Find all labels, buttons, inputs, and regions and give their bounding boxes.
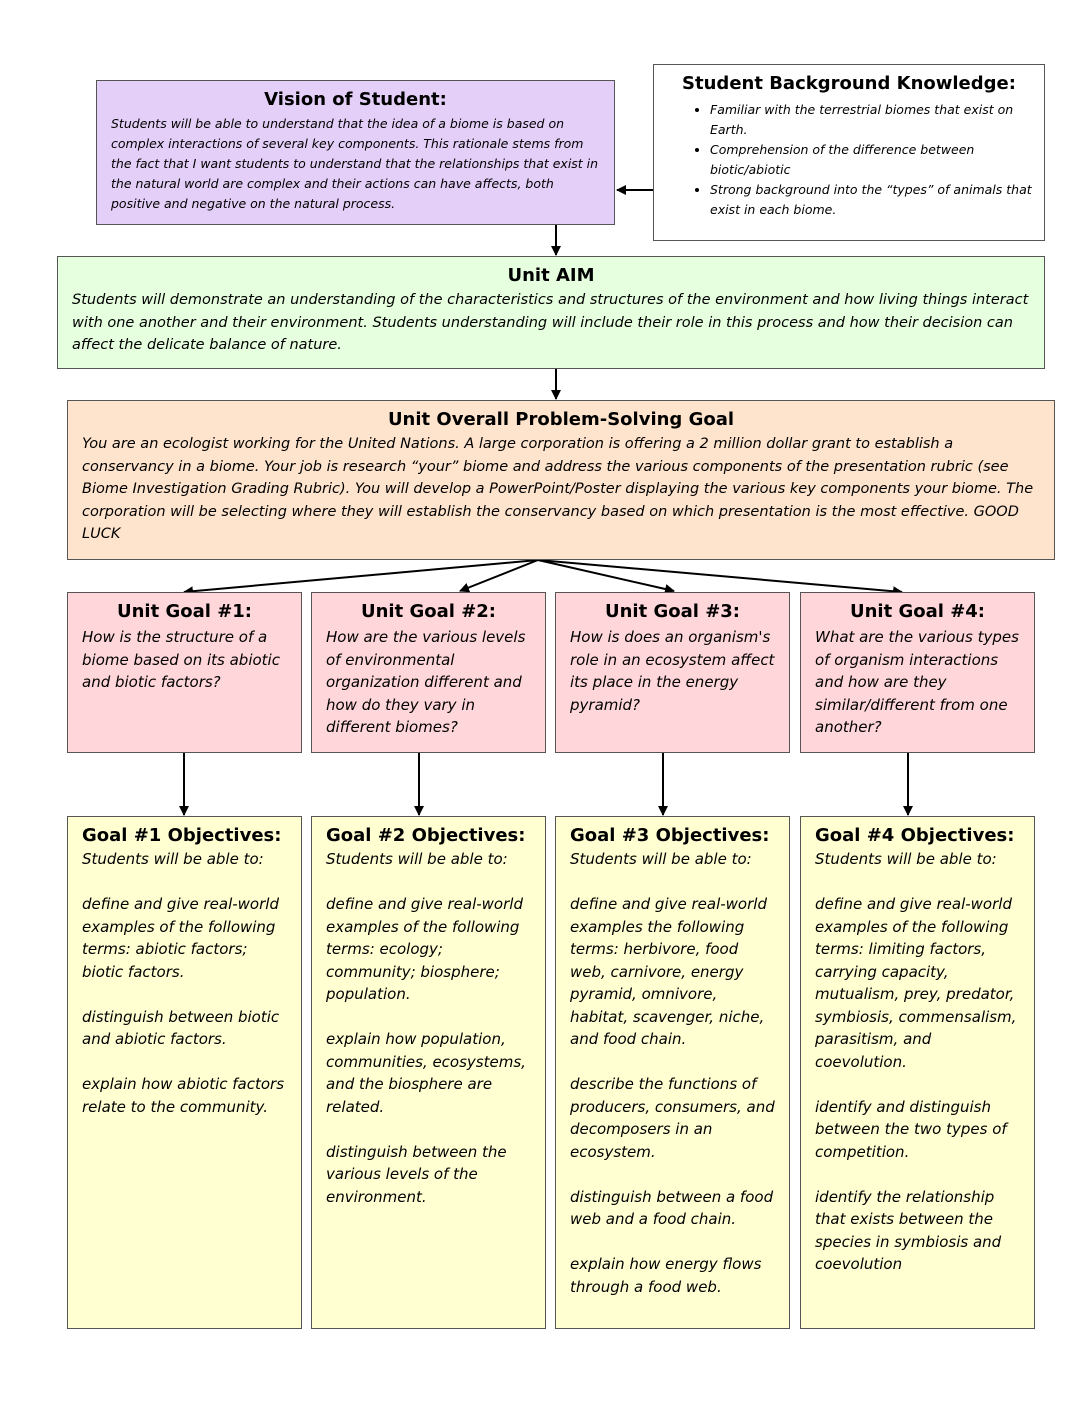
objectives-title: Goal #4 Objectives: (815, 825, 1015, 846)
vision-text: Students will be able to understand that… (111, 116, 599, 211)
objective-item: define and give real-world examples of t… (82, 895, 279, 981)
goal-3-objectives-box: Goal #3 Objectives: Students will be abl… (555, 816, 790, 1329)
arrow-problem-to-goal-3 (537, 559, 675, 594)
unit-goal-1-box: Unit Goal #1: How is the structure of a … (67, 592, 302, 753)
aim-title: Unit AIM (507, 265, 595, 286)
arrow-problem-to-goal-1 (183, 559, 539, 597)
arrow-problem-to-goal-4 (537, 559, 903, 597)
unit-goal-4-box: Unit Goal #4: What are the various types… (800, 592, 1035, 753)
goal-2-objectives-box: Goal #2 Objectives: Students will be abl… (311, 816, 546, 1329)
goal-text: How is does an organism's role in an eco… (570, 628, 775, 714)
background-item: Comprehension of the difference between … (710, 140, 1034, 180)
background-list: Familiar with the terrestrial biomes tha… (664, 100, 1034, 220)
objective-item: distinguish between the various levels o… (326, 1142, 507, 1206)
background-item: Strong background into the “types” of an… (710, 180, 1034, 220)
objective-item: explain how energy flows through a food … (570, 1255, 762, 1296)
background-item: Familiar with the terrestrial biomes tha… (710, 100, 1034, 140)
objective-item: explain how population, communities, eco… (326, 1030, 526, 1116)
unit-aim-box: Unit AIM Students will demonstrate an un… (57, 256, 1045, 369)
unit-goal-2-box: Unit Goal #2: How are the various levels… (311, 592, 546, 753)
goal-text: What are the various types of organism i… (815, 628, 1019, 736)
unit-goal-3-box: Unit Goal #3: How is does an organism's … (555, 592, 790, 753)
goal-title: Unit Goal #2: (361, 601, 496, 622)
objective-item: explain how abiotic factors relate to th… (82, 1075, 285, 1116)
vision-box: Vision of Student: Students will be able… (96, 80, 615, 225)
goal-text: How are the various levels of environmen… (326, 628, 526, 736)
goal-1-objectives-box: Goal #1 Objectives: Students will be abl… (67, 816, 302, 1329)
problem-text: You are an ecologist working for the Uni… (82, 436, 1034, 542)
objective-item: distinguish between biotic and abiotic f… (82, 1007, 280, 1049)
goal-title: Unit Goal #4: (850, 601, 985, 622)
objective-item: identify the relationship that exists be… (815, 1187, 1002, 1274)
objectives-title: Goal #1 Objectives: (82, 825, 282, 846)
goal-4-objectives-box: Goal #4 Objectives: Students will be abl… (800, 816, 1035, 1329)
vision-title: Vision of Student: (264, 89, 447, 110)
objective-item: Students will be able to: (326, 850, 508, 868)
arrow-problem-to-goal-2 (459, 559, 539, 593)
aim-text: Students will demonstrate an understandi… (72, 292, 1029, 353)
background-title: Student Background Knowledge: (682, 73, 1016, 94)
objective-item: distinguish between a food web and a foo… (570, 1187, 774, 1229)
goal-text: How is the structure of a biome based on… (82, 628, 280, 691)
objective-item: Students will be able to: (570, 850, 752, 868)
objective-item: describe the functions of producers, con… (570, 1075, 775, 1161)
objectives-title: Goal #3 Objectives: (570, 825, 770, 846)
problem-title: Unit Overall Problem-Solving Goal (387, 409, 735, 430)
objective-item: define and give real-world examples the … (570, 895, 767, 1048)
goal-title: Unit Goal #1: (117, 601, 252, 622)
goal-title: Unit Goal #3: (605, 601, 740, 622)
objectives-title: Goal #2 Objectives: (326, 825, 526, 846)
objective-item: identify and distinguish between the two… (815, 1097, 1007, 1161)
objective-item: Students will be able to: (82, 850, 264, 868)
objective-item: define and give real-world examples of t… (815, 895, 1017, 1071)
problem-solving-goal-box: Unit Overall Problem-Solving Goal You ar… (67, 400, 1055, 560)
objective-item: define and give real-world examples of t… (326, 895, 523, 1003)
objective-item: Students will be able to: (815, 850, 997, 868)
background-knowledge-box: Student Background Knowledge: Familiar w… (653, 64, 1045, 241)
